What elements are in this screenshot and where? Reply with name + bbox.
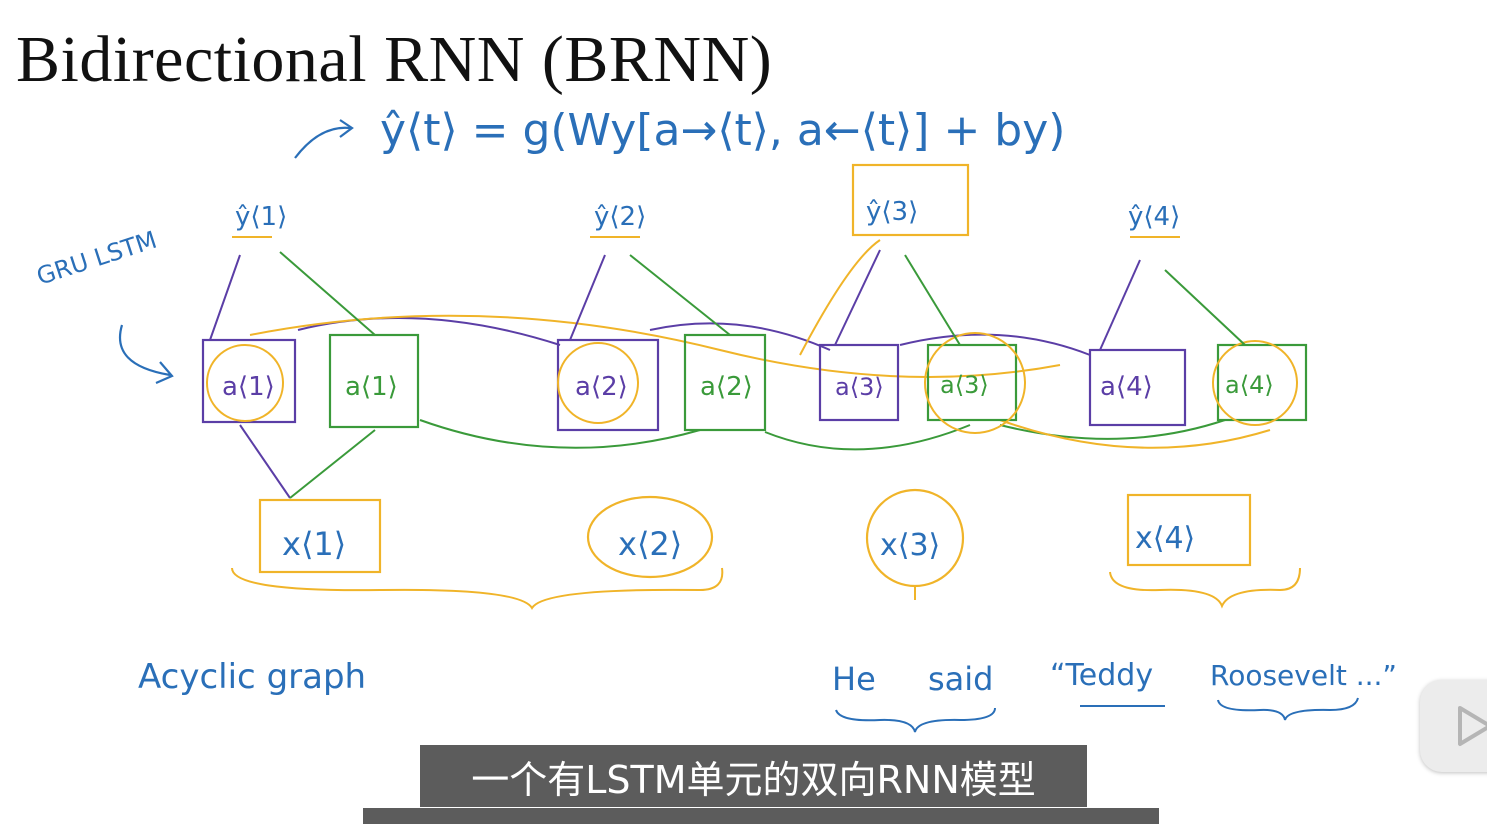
input-x-2: x⟨2⟩ [618,525,682,563]
forward-activation-1: a⟨1⟩ [222,372,275,402]
subtitle-caption: 一个有LSTM单元的双向RNN模型 [420,745,1087,807]
output-y-4: ŷ⟨4⟩ [1128,202,1180,232]
output-y-2: ŷ⟨2⟩ [594,202,646,232]
backward-activation-2: a⟨2⟩ [700,372,753,402]
word-roosevelt: Roosevelt ...” [1210,659,1397,692]
input-x-1: x⟨1⟩ [282,525,346,563]
input-x-3: x⟨3⟩ [880,528,940,563]
output-y-1: ŷ⟨1⟩ [235,202,287,232]
output-equation: ŷ⟨t⟩ = g(Wy[a→⟨t⟩, a←⟨t⟩] + by) [380,105,1065,156]
gru-lstm-note: GRU LSTM [33,226,160,291]
play-icon [1458,706,1487,746]
backward-activation-1: a⟨1⟩ [345,372,398,402]
play-button[interactable] [1420,680,1487,772]
word-he: He [832,660,876,698]
backward-activation-4: a⟨4⟩ [1225,371,1274,399]
forward-activation-4: a⟨4⟩ [1100,372,1153,402]
backward-activation-3: a⟨3⟩ [940,371,989,399]
output-y-3: ŷ⟨3⟩ [866,197,918,227]
forward-activation-3: a⟨3⟩ [835,373,884,401]
subtitle-next-line [363,808,1159,824]
acyclic-graph-note: Acyclic graph [138,657,366,697]
word-teddy: “Teddy [1050,658,1153,693]
slide-title: Bidirectional RNN (BRNN) [16,23,773,96]
word-said: said [928,660,993,698]
forward-activation-2: a⟨2⟩ [575,372,628,402]
input-x-4: x⟨4⟩ [1135,521,1195,556]
